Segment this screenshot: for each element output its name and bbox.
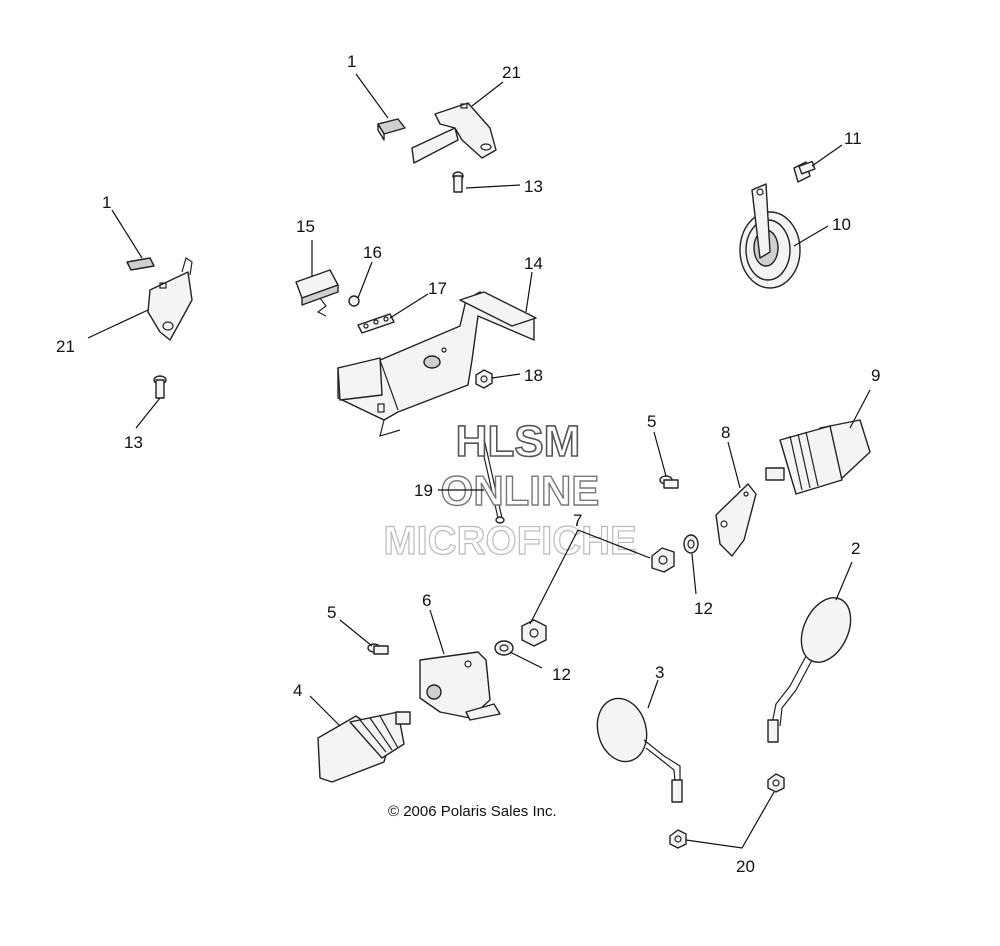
part-13-screw-top (452, 171, 464, 193)
callout-13-top: 13 (524, 177, 543, 196)
callout-5-left: 5 (327, 603, 336, 622)
callout-11: 11 (844, 129, 862, 148)
callout-9: 9 (871, 366, 880, 385)
watermark-line-3: MICROFICHE (383, 519, 636, 563)
callout-21-top: 21 (502, 63, 521, 82)
callout-15: 15 (296, 217, 315, 236)
part-5-screw-left (367, 643, 389, 655)
part-21-bracket-top (411, 102, 497, 164)
part-7-nut-right (651, 547, 675, 573)
copyright-notice: © 2006 Polaris Sales Inc. (388, 803, 557, 820)
watermark: HLSM ONLINE MICROFICHE (383, 416, 638, 563)
callout-10: 10 (832, 215, 851, 234)
part-5-screw-right (659, 475, 679, 489)
part-1-pad-top (377, 118, 406, 141)
part-8-bracket (715, 483, 757, 557)
callout-1-top: 1 (347, 52, 356, 71)
callout-12-right: 12 (694, 599, 713, 618)
part-12-washer-left (494, 640, 514, 656)
part-20-nuts (669, 773, 785, 849)
callout-8: 8 (721, 423, 730, 442)
part-15-relay (295, 269, 339, 317)
part-9-turn-signal-right (765, 419, 871, 495)
part-18-nut (475, 369, 493, 389)
callout-16: 16 (363, 243, 382, 262)
callout-2: 2 (851, 539, 860, 558)
callout-17: 17 (428, 279, 447, 298)
callout-4: 4 (293, 681, 302, 700)
part-1-pad-left (126, 257, 155, 271)
callout-1-left: 1 (102, 193, 111, 212)
part-14-main-bracket (337, 291, 537, 437)
callout-7: 7 (573, 511, 582, 530)
part-21-bracket-left (147, 257, 193, 341)
part-12-washer-right (683, 534, 699, 554)
callout-20: 20 (736, 857, 755, 876)
part-4-turn-signal-left (317, 711, 411, 783)
part-10-horn (739, 183, 801, 289)
part-7-nut-left (521, 619, 547, 647)
callout-19: 19 (414, 481, 433, 500)
callout-13-left: 13 (124, 433, 143, 452)
callout-14: 14 (524, 254, 543, 273)
callout-3: 3 (655, 663, 664, 682)
callout-6: 6 (422, 591, 431, 610)
part-19-bolt (477, 429, 505, 524)
part-13-screw-left (153, 375, 167, 399)
callout-5-right: 5 (647, 412, 656, 431)
part-16-nut (348, 295, 360, 307)
callout-12-left: 12 (552, 665, 571, 684)
callout-numbers: 1 21 13 11 10 1 21 13 15 16 17 14 18 9 5… (56, 52, 880, 876)
leader-lines (87, 73, 871, 849)
callout-21-left: 21 (56, 337, 75, 356)
watermark-line-1: HLSM (456, 417, 581, 466)
part-17-plate (357, 313, 395, 334)
part-3-mirror-center (596, 697, 683, 803)
part-2-mirror-right (767, 597, 852, 743)
callout-18: 18 (524, 366, 543, 385)
part-11-screw (793, 160, 816, 183)
part-6-bracket (419, 651, 501, 721)
